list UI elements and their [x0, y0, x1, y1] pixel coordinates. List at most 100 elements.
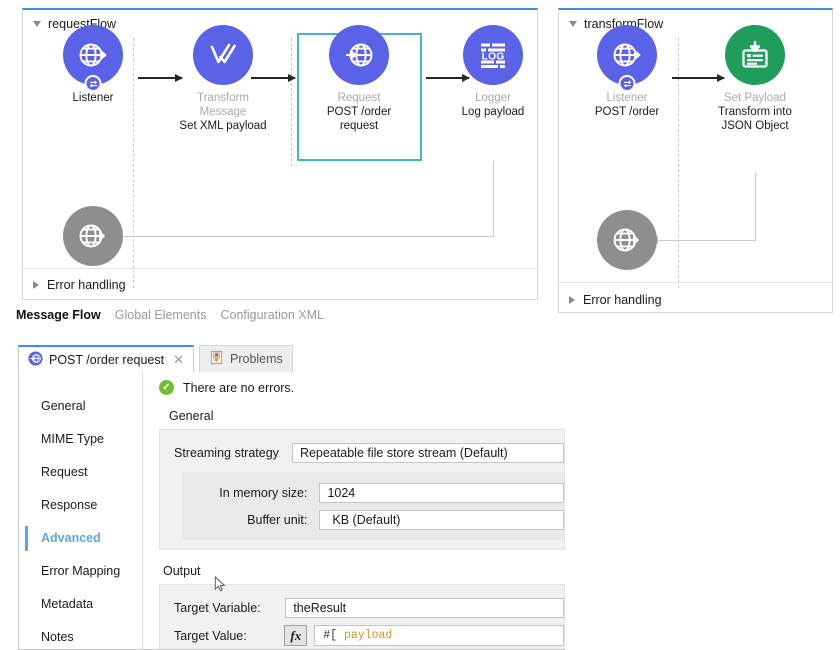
lane-divider — [133, 38, 134, 288]
sidebar-item-mime-type[interactable]: MIME Type — [41, 432, 104, 446]
return-path-vertical — [755, 173, 756, 241]
error-handling-label: Error handling — [47, 278, 126, 292]
row-streaming-strategy: Streaming strategy Repeatable file store… — [160, 439, 564, 466]
node-logger[interactable]: LOG Logger Log payload — [445, 25, 541, 119]
flow-transformFlow[interactable]: transformFlow — [558, 8, 833, 313]
node-transform-message[interactable]: Transform Message Set XML payload — [175, 25, 271, 133]
inbound-badge-icon — [84, 75, 102, 92]
error-handling-label: Error handling — [583, 293, 662, 307]
target-value-label: Target Value: — [174, 628, 247, 643]
streaming-strategy-select[interactable]: Repeatable file store stream (Default) — [291, 442, 564, 463]
expression-body: payload — [343, 629, 393, 642]
output-group-label: Output — [163, 564, 201, 578]
node-name-label: Log payload — [461, 106, 525, 118]
node-type-label: Set Payload — [723, 92, 786, 104]
chevron-right-icon[interactable] — [569, 296, 575, 304]
lane-divider — [678, 38, 679, 288]
return-path-vertical — [493, 161, 494, 237]
divider — [23, 268, 537, 269]
editor-tab-label: Problems — [230, 352, 283, 366]
sidebar-item-metadata[interactable]: Metadata — [41, 597, 94, 611]
http-request-icon — [28, 351, 43, 369]
return-path-horizontal — [655, 240, 756, 241]
editor-tabbar: POST /order request ✕ Problems — [14, 345, 565, 373]
node-name-label: POST /order — [594, 106, 660, 118]
buffer-unit-select[interactable]: KB (Default) — [319, 509, 564, 530]
general-group: Streaming strategy Repeatable file store… — [159, 429, 565, 550]
connector-arrow — [426, 73, 470, 82]
sidebar-item-notes[interactable]: Notes — [41, 630, 74, 644]
node-set-payload[interactable]: Set Payload Transform into JSON Object — [707, 25, 803, 133]
properties-body: General MIME Type Request Response Advan… — [18, 372, 565, 650]
node-type-label: Transform Message — [197, 92, 249, 118]
node-name-label: Set XML payload — [179, 120, 267, 132]
streaming-strategy-label: Streaming strategy — [174, 445, 279, 460]
error-handling-requestFlow[interactable]: Error handling — [33, 278, 126, 292]
buffer-unit-label: Buffer unit: — [247, 512, 308, 527]
node-listener[interactable]: Listener POST /order — [579, 25, 675, 119]
sidebar-item-general[interactable]: General — [41, 399, 86, 413]
close-icon[interactable]: ✕ — [173, 352, 185, 367]
flow-requestFlow[interactable]: requestFlow — [22, 8, 538, 300]
return-path-horizontal — [119, 236, 494, 237]
target-variable-label: Target Variable: — [174, 600, 261, 615]
sidebar-item-response[interactable]: Response — [41, 498, 98, 512]
status-text: There are no errors. — [183, 380, 295, 395]
inbound-badge-icon — [618, 75, 636, 92]
http-request-icon[interactable] — [329, 25, 389, 85]
svg-text:LOG: LOG — [482, 50, 505, 62]
logger-icon[interactable]: LOG — [463, 25, 523, 85]
problems-icon — [209, 350, 224, 368]
tab-global-elements[interactable]: Global Elements — [114, 308, 207, 322]
chevron-right-icon[interactable] — [33, 281, 39, 289]
properties-sidebar: General MIME Type Request Response Advan… — [19, 372, 143, 649]
expression-prefix: #[ — [323, 629, 338, 642]
streaming-options-group: In memory size: 1024 Buffer unit: KB (De… — [182, 472, 564, 540]
node-listener[interactable]: Listener — [45, 25, 141, 105]
tab-message-flow[interactable]: Message Flow — [16, 308, 101, 322]
properties-detail: ✓ There are no errors. General Streaming… — [143, 372, 565, 649]
divider — [559, 282, 832, 283]
target-value-expression-input[interactable]: #[ payload — [314, 625, 564, 646]
http-listener-icon[interactable] — [597, 25, 657, 92]
row-buffer-unit: Buffer unit: KB (Default) — [182, 506, 564, 533]
node-name-label: Transform into JSON Object — [718, 106, 792, 132]
target-variable-input[interactable]: theResult — [285, 597, 564, 618]
connector-arrow — [672, 73, 725, 82]
general-group-label: General — [169, 409, 214, 423]
properties-panel: POST /order request ✕ Problems Genera — [14, 345, 565, 650]
lane-divider — [291, 38, 292, 166]
in-memory-size-input[interactable]: 1024 — [319, 482, 564, 503]
node-http-response[interactable] — [579, 210, 675, 270]
error-handling-transformFlow[interactable]: Error handling — [569, 293, 662, 307]
node-http-request[interactable]: Request POST /order request — [311, 25, 407, 133]
output-group: Target Variable: theResult Target Value:… — [159, 584, 565, 649]
fx-toggle-button[interactable]: fx — [284, 625, 308, 646]
editor-tab-post-order-request[interactable]: POST /order request ✕ — [18, 345, 195, 373]
sidebar-item-error-mapping[interactable]: Error Mapping — [41, 564, 121, 578]
row-in-memory-size: In memory size: 1024 — [182, 479, 564, 506]
set-payload-icon[interactable] — [725, 25, 785, 85]
http-response-icon[interactable] — [63, 206, 123, 266]
row-target-variable: Target Variable: theResult — [160, 594, 564, 621]
chevron-down-icon[interactable] — [33, 21, 41, 27]
tab-configuration-xml[interactable]: Configuration XML — [220, 308, 324, 322]
node-name-label: POST /order request — [326, 106, 392, 132]
node-http-response[interactable] — [45, 206, 141, 266]
editor-tab-problems[interactable]: Problems — [199, 345, 293, 373]
connector-arrow — [251, 73, 296, 82]
in-memory-size-label: In memory size: — [219, 485, 308, 500]
node-type-label: Request — [337, 92, 381, 104]
chevron-down-icon[interactable] — [569, 21, 577, 27]
connector-arrow — [138, 73, 183, 82]
row-target-value: Target Value: fx #[ payload — [160, 621, 564, 649]
http-listener-icon[interactable] — [63, 25, 123, 92]
flow-header-transformFlow[interactable]: transformFlow — [569, 17, 663, 31]
sidebar-item-advanced[interactable]: Advanced — [19, 522, 142, 555]
http-response-icon[interactable] — [597, 210, 657, 270]
sidebar-item-request[interactable]: Request — [41, 465, 88, 479]
canvas-view-tabs: Message Flow Global Elements Configurati… — [16, 308, 324, 322]
transform-icon[interactable] — [193, 25, 253, 85]
status-message: ✓ There are no errors. — [159, 380, 565, 395]
